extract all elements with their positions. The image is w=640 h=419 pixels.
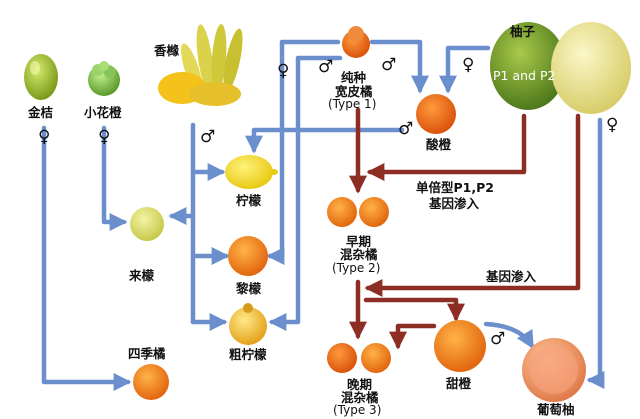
late-mandarin-image-2: [361, 343, 391, 373]
fruit-pummelo: [490, 22, 631, 114]
arrow-sweet-orange-to-grapefruit: [483, 321, 535, 350]
female-symbol-mandarin-left: ♀: [277, 61, 289, 81]
limonia-image: [228, 236, 268, 276]
label-kumquat: 金桔: [27, 105, 54, 120]
label-limonia: 黎檬: [236, 281, 262, 296]
fruit-limonia: [228, 236, 268, 276]
arrow-kumquat-to-calamondin: [41, 125, 132, 391]
pummelo-image-1: [490, 22, 566, 110]
citron-fingers-3: [223, 28, 243, 92]
fruit-sour-orange: [416, 94, 456, 134]
citron-fingers-2: [211, 24, 227, 92]
label-rough-lemon: 粗柠檬: [229, 347, 267, 362]
arrow-sweet-orange-to-late: [389, 323, 437, 350]
male-symbol-mandarin-left: ♂: [318, 57, 333, 77]
label-sour-orange: 酸橙: [426, 137, 452, 152]
female-symbol-papeda: ♀: [98, 127, 110, 147]
arrow-pummelo-to-grapefruit: [586, 117, 605, 389]
rough-lemon-image: [229, 307, 267, 345]
arrow-mandarin-to-rough-lemon: [268, 55, 343, 331]
label-mandarin-2: 宽皮橘: [334, 84, 373, 99]
fruit-sweet-orange: [434, 320, 486, 372]
label-early-3: (Type 2): [332, 261, 380, 275]
female-symbol-pummelo-right: ♀: [606, 115, 618, 135]
blue-arrows: [41, 39, 605, 391]
citron-body-2: [189, 82, 241, 106]
label-sweet-orange: 甜橙: [446, 376, 472, 391]
lemon-tip: [270, 169, 278, 175]
red-arrows: [349, 107, 581, 350]
fruit-lemon: [225, 155, 278, 189]
fruit-lime: [130, 207, 164, 241]
fruit-rough-lemon: [229, 303, 267, 345]
label-early-2: 混杂橘: [340, 247, 378, 262]
label-mandarin-3: (Type 1): [328, 97, 376, 111]
female-symbol-pummelo-sour: ♀: [462, 55, 474, 75]
arrow-sour-orange-to-lemon: [245, 127, 405, 154]
fruit-papeda: [88, 61, 120, 96]
label-haplotype-1: 单倍型P1,P2: [416, 180, 494, 195]
grapefruit-inner: [530, 346, 578, 394]
arrow-pummelo-haplotype-to-mandarin-line: [366, 113, 527, 181]
fruit-citron: [158, 24, 243, 106]
label-lemon: 柠檬: [236, 193, 262, 208]
label-citron: 香橼: [153, 43, 180, 58]
rough-lemon-top: [243, 303, 253, 313]
arrow-mandarin-line-to-sweet-orange: [363, 297, 465, 322]
early-mandarin-image-2: [359, 197, 389, 227]
lemon-image: [225, 155, 273, 189]
pummelo-image-2: [551, 22, 631, 114]
label-late-3: (Type 3): [333, 403, 381, 417]
sour-orange-image: [416, 94, 456, 134]
arrow-papeda-to-lime: [101, 125, 128, 231]
label-mandarin-1: 纯种: [341, 70, 366, 85]
male-symbol-sour-orange: ♂: [398, 119, 413, 139]
label-haplotype-2: 基因渗入: [428, 196, 480, 211]
label-early-1: 早期: [346, 234, 371, 249]
male-symbol-mandarin-right: ♂: [381, 55, 396, 75]
kumquat-highlight: [30, 61, 40, 75]
citron-fingers-1: [196, 24, 214, 92]
fruit-mandarin: [342, 26, 370, 58]
calamondin-image: [133, 364, 169, 400]
papeda-bump-3: [99, 61, 109, 71]
fruit-grapefruit: [522, 338, 586, 402]
label-late-2: 混杂橘: [341, 390, 379, 405]
male-symbol-sweet-orange: ♂: [490, 329, 505, 349]
lime-image: [130, 207, 164, 241]
label-grapefruit: 葡萄柚: [536, 402, 575, 417]
fruit-kumquat: [24, 54, 58, 100]
label-pummelo: 柚子: [510, 24, 536, 39]
arrow-pummelo-to-sour-orange: [439, 45, 491, 94]
arrow-mandarin-to-limonia: [266, 39, 341, 265]
label-papeda: 小花橙: [83, 105, 122, 120]
fruit-calamondin: [133, 364, 169, 400]
label-calamondin: 四季橘: [128, 346, 166, 361]
late-mandarin-image-1: [327, 343, 357, 373]
mandarin-top: [348, 26, 364, 42]
arrow-pummelo-introgression: [364, 113, 581, 297]
label-introgression: 基因渗入: [485, 269, 537, 284]
fruit-late-mandarin: [327, 343, 391, 373]
male-symbol-citron: ♂: [200, 127, 215, 147]
label-pummelo-p: P1 and P2: [493, 68, 555, 83]
early-mandarin-image-1: [327, 197, 357, 227]
female-symbol-kumquat: ♀: [38, 127, 50, 147]
label-late-1: 晚期: [347, 377, 372, 392]
kumquat-image: [24, 54, 58, 100]
fruit-early-mandarin: [327, 197, 389, 227]
arrow-mandarin-to-sour-orange: [369, 39, 429, 94]
label-lime: 来檬: [128, 268, 155, 283]
sweet-orange-image: [434, 320, 486, 372]
